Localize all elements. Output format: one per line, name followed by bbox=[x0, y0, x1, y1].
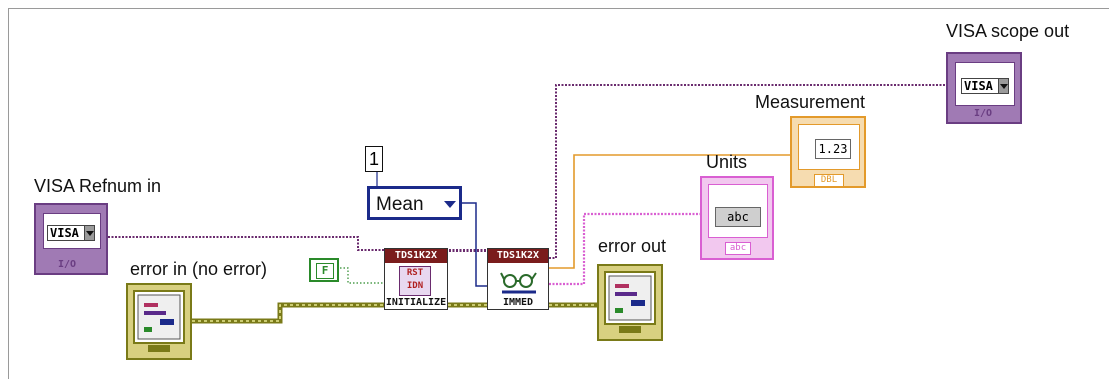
numeric-wire bbox=[549, 154, 793, 269]
error-wire bbox=[192, 302, 600, 324]
idn-text: IDN bbox=[406, 281, 424, 291]
visa-refnum-body: VISA bbox=[43, 213, 101, 249]
mean-enum-constant[interactable]: Mean bbox=[367, 186, 462, 220]
io-tag: I/O bbox=[974, 108, 993, 119]
false-value: F bbox=[316, 263, 334, 279]
error-cluster-icon bbox=[133, 290, 185, 352]
abc-tag: abc bbox=[725, 242, 751, 255]
measurement-indicator[interactable]: 1.23 DBL bbox=[790, 116, 866, 188]
measurement-label: Measurement bbox=[755, 92, 866, 112]
rst-text: RST bbox=[406, 268, 424, 278]
visa-scope-out-indicator[interactable]: VISA I/O bbox=[946, 52, 1022, 124]
string-wire bbox=[549, 212, 703, 286]
measurement-value: 1.23 bbox=[815, 139, 851, 159]
visa-scope-field: VISA bbox=[961, 78, 1009, 94]
chevron-down-icon bbox=[444, 201, 456, 208]
units-indicator[interactable]: abc abc bbox=[700, 176, 774, 260]
error-in-terminal[interactable] bbox=[126, 283, 192, 360]
immediate-measurement-subvi[interactable]: TDS1K2X IMMED bbox=[487, 248, 549, 310]
visa-scope-text: VISA bbox=[964, 79, 993, 93]
reset-idn-icon: RST IDN bbox=[399, 266, 431, 296]
initialize-footer: INITIALIZE bbox=[385, 297, 447, 308]
bool-wire bbox=[340, 267, 384, 284]
chevron-down-icon bbox=[998, 78, 1009, 94]
immed-footer: IMMED bbox=[502, 297, 534, 308]
units-value: abc bbox=[715, 207, 761, 227]
visa-refnum-in-terminal[interactable]: VISA I/O bbox=[34, 203, 108, 275]
dbl-tag: DBL bbox=[814, 174, 844, 187]
visa-field: VISA bbox=[47, 225, 95, 241]
block-diagram-frame bbox=[8, 8, 1109, 379]
error-in-label: error in (no error) bbox=[130, 259, 268, 279]
io-tag: I/O bbox=[58, 259, 77, 270]
visa-text: VISA bbox=[50, 226, 79, 240]
visa-scope-out-label: VISA scope out bbox=[946, 21, 1070, 41]
glasses-icon bbox=[500, 272, 537, 294]
initialize-subvi[interactable]: TDS1K2X RST IDN INITIALIZE bbox=[384, 248, 448, 310]
numeric-constant-one[interactable]: 1 bbox=[365, 146, 383, 172]
error-cluster-icon bbox=[604, 271, 656, 333]
error-out-indicator[interactable] bbox=[597, 264, 663, 341]
units-label: Units bbox=[706, 152, 748, 172]
initialize-header: TDS1K2X bbox=[385, 249, 447, 263]
measurement-body: 1.23 bbox=[798, 124, 860, 170]
visa-refnum-in-label: VISA Refnum in bbox=[34, 176, 162, 196]
error-out-label: error out bbox=[598, 236, 667, 256]
visa-scope-body: VISA bbox=[955, 62, 1015, 106]
mean-value: Mean bbox=[376, 194, 424, 215]
units-body: abc bbox=[708, 184, 768, 238]
immed-header: TDS1K2X bbox=[488, 249, 548, 263]
visa-wire bbox=[108, 84, 948, 259]
enum-wire bbox=[462, 202, 487, 287]
false-constant[interactable]: F bbox=[309, 258, 339, 282]
chevron-down-icon bbox=[84, 225, 95, 241]
